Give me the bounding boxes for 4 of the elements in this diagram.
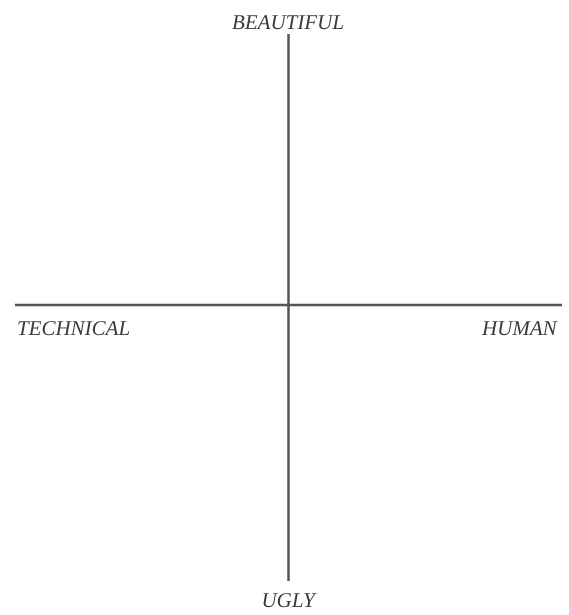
axis-label: BEAUTIFUL — [232, 12, 344, 33]
axis-label: HUMAN — [482, 318, 557, 339]
axis-label: UGLY — [262, 590, 315, 611]
axis-label: TECHNICAL — [17, 318, 130, 339]
